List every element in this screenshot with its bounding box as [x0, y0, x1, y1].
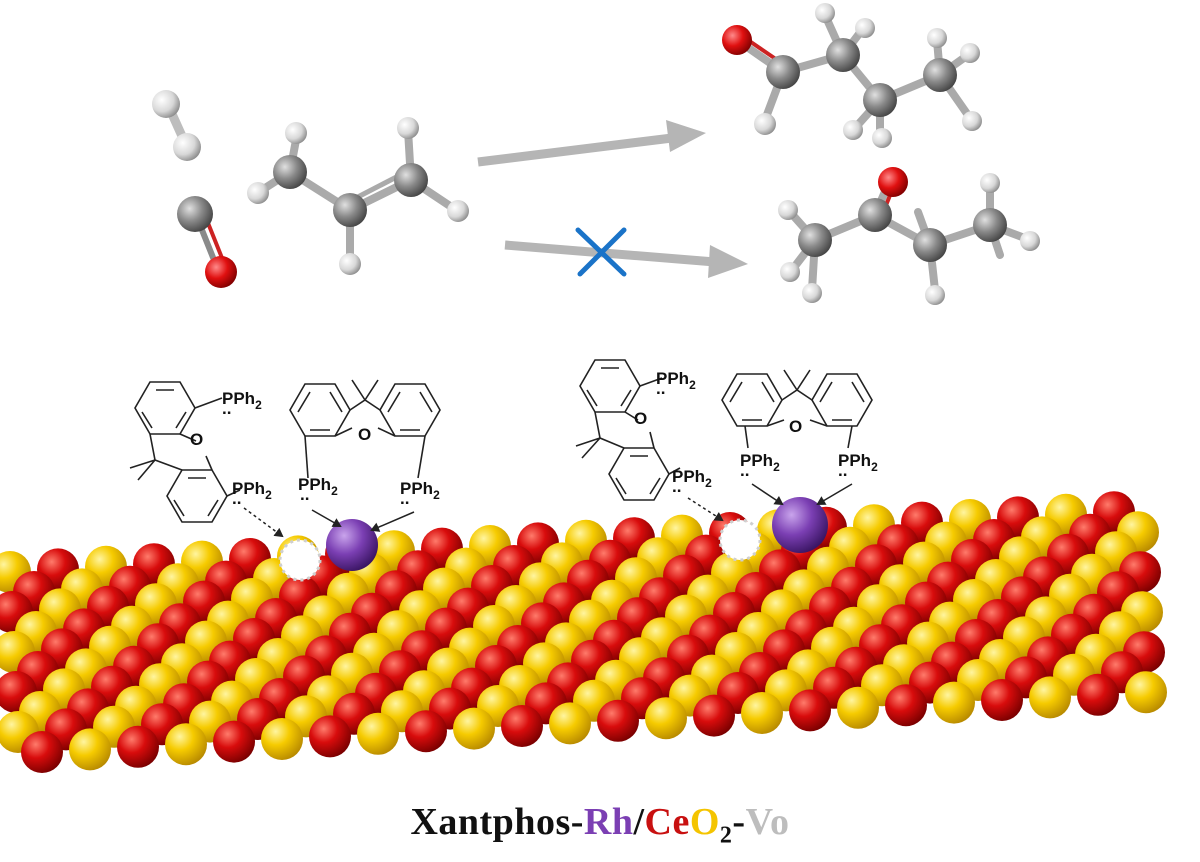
cerium-atom: [1029, 676, 1071, 719]
caption-slash: /: [633, 801, 645, 843]
cerium-atom: [549, 702, 591, 745]
cerium-atom: [453, 707, 495, 750]
ligand-oxygen: O: [190, 430, 203, 449]
pph2-label: PPh2 ..: [838, 451, 878, 480]
caption-dash: -: [732, 801, 746, 843]
svg-text:..: ..: [656, 379, 665, 398]
ligand-oxygen: O: [358, 425, 371, 444]
co-molecule: [177, 196, 237, 288]
xantphos-ligand-upright-left: [289, 379, 441, 479]
pph2-label: PPh2 ..: [672, 467, 712, 496]
svg-text:..: ..: [300, 485, 309, 504]
xantphos-ligand-tilted-left: [129, 381, 241, 523]
surface-oxygen-atom: [501, 705, 543, 747]
pph2-label: PPh2 ..: [740, 451, 780, 480]
cerium-atom: [645, 697, 687, 740]
surface-oxygen-atom: [597, 699, 639, 742]
cerium-atom: [741, 692, 783, 734]
caption-subscript: 2: [719, 822, 733, 849]
svg-text:PPh2: PPh2: [298, 475, 338, 498]
rhodium-atom: [772, 497, 828, 553]
xantphos-ligand-upright-right: [721, 369, 873, 449]
pph2-label: PPh2 ..: [400, 479, 440, 508]
cerium-atom: [165, 723, 207, 766]
pph2-label: PPh2 ..: [232, 479, 272, 508]
propene-molecule: [247, 117, 469, 275]
oxygen-vacancy: [278, 538, 322, 582]
surface-oxygen-atom: [885, 684, 927, 727]
cerium-atom: [1125, 671, 1167, 714]
coordination-arrows: [243, 483, 853, 538]
svg-text:..: ..: [672, 477, 681, 496]
surface-oxygen-atom: [1077, 673, 1119, 716]
caption-o: O: [689, 801, 720, 843]
butanone-molecule: [778, 167, 1040, 305]
pph2-label: PPh2 ..: [656, 369, 696, 398]
surface-oxygen-atom: [789, 689, 831, 732]
arrow-icon: [708, 245, 748, 278]
pph2-label: PPh2 ..: [298, 475, 338, 504]
svg-text:..: ..: [232, 489, 241, 508]
arrow-to-butanal: [477, 120, 706, 167]
ligand-oxygen: O: [789, 417, 802, 436]
figure-caption: Xantphos-Rh/CeO2-Vo: [0, 800, 1200, 850]
arrow-icon: [666, 120, 706, 152]
cerium-atom: [837, 686, 879, 729]
surface-oxygen-atom: [309, 715, 351, 758]
surface-oxygen-atom: [117, 725, 159, 768]
surface-oxygen-atom: [693, 694, 735, 737]
surface-oxygen-atom: [405, 710, 447, 753]
svg-text:PPh2: PPh2: [740, 451, 780, 474]
surface-oxygen-atom: [981, 679, 1023, 721]
pph2-label: PPh2 ..: [222, 389, 262, 418]
cerium-atom: [261, 718, 303, 760]
svg-text:..: ..: [400, 489, 409, 508]
caption-ce: Ce: [644, 801, 690, 843]
cerium-atom: [357, 712, 399, 755]
surface-oxygen-atom: [21, 731, 63, 773]
cross-icon: [575, 227, 627, 277]
xantphos-ligand-tilted-right: [575, 359, 681, 501]
caption-vo: Vo: [745, 801, 790, 843]
cerium-atom: [933, 681, 975, 724]
cerium-atom: [69, 728, 111, 771]
svg-text:PPh2: PPh2: [222, 389, 262, 412]
caption-xantphos: Xantphos-: [410, 801, 584, 843]
svg-text:PPh2: PPh2: [400, 479, 440, 502]
svg-text:..: ..: [838, 461, 847, 480]
svg-text:..: ..: [740, 461, 749, 480]
rhodium-atom: [326, 519, 378, 571]
h2-molecule: [152, 90, 201, 161]
svg-text:PPh2: PPh2: [232, 479, 272, 502]
svg-text:..: ..: [222, 399, 231, 418]
butanal-molecule: [722, 3, 982, 148]
caption-rh: Rh: [583, 801, 634, 843]
arrow-to-butanone: [504, 240, 748, 278]
ceo2-surface: [0, 491, 1167, 773]
svg-text:PPh2: PPh2: [838, 451, 878, 474]
svg-text:PPh2: PPh2: [656, 369, 696, 392]
ligand-oxygen: O: [634, 409, 647, 428]
surface-oxygen-atom: [213, 720, 255, 763]
svg-text:PPh2: PPh2: [672, 467, 712, 490]
oxygen-vacancy: [718, 518, 762, 562]
